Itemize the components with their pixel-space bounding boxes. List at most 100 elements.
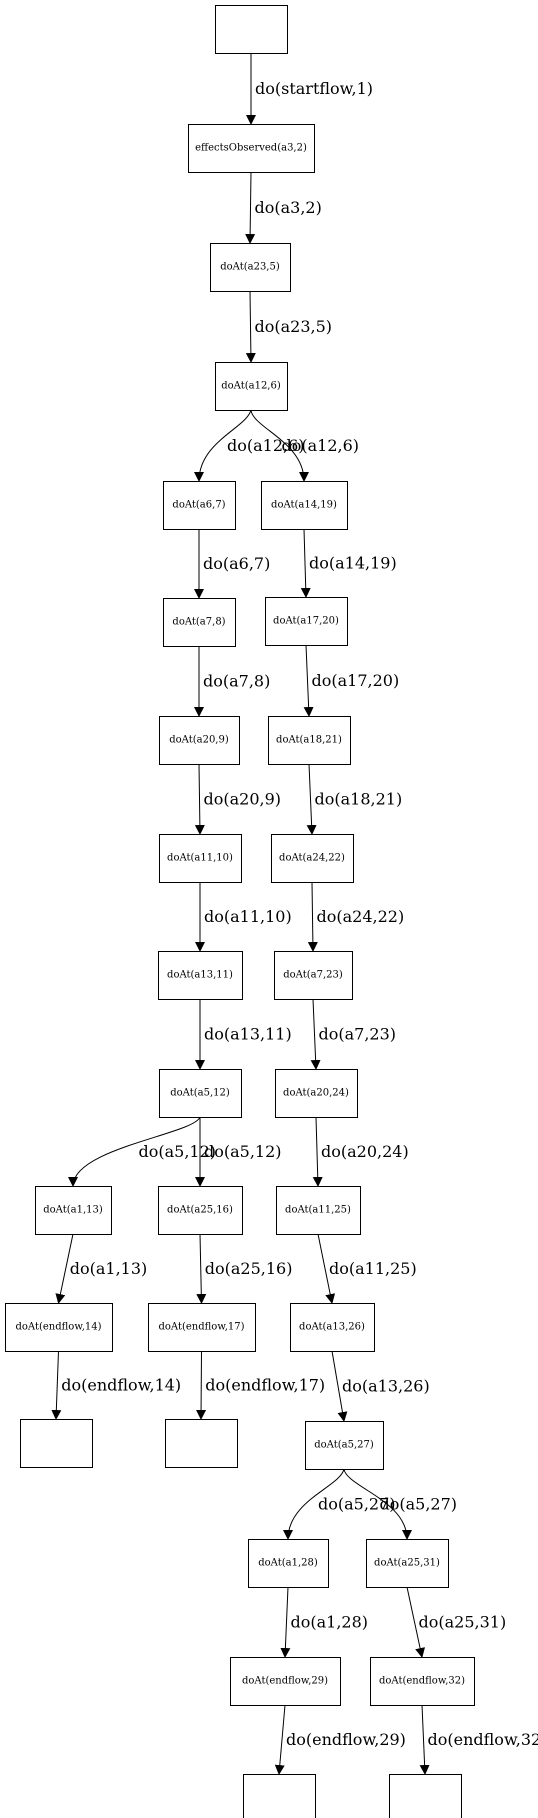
edge-n26-n28: do(a25,31)	[406, 1586, 506, 1658]
state-node: doAt(a20,9)	[159, 716, 240, 765]
node-box	[248, 1539, 329, 1588]
node-box	[243, 1774, 316, 1818]
node-label: doAt(endflow,14)	[15, 1322, 101, 1333]
edge-label: do(a13,11)	[204, 1025, 292, 1044]
edge-label: do(a7,23)	[319, 1025, 397, 1044]
node-box	[158, 1186, 243, 1235]
edge-line	[406, 1586, 426, 1658]
node-label: effectsObserved(a3,2)	[195, 143, 307, 154]
edge-label: do(endflow,29)	[286, 1730, 406, 1749]
state-node: doAt(a25,16)	[158, 1186, 243, 1235]
node-box	[370, 1657, 475, 1706]
edges-layer: do(startflow,1)do(a3,2)do(a23,5)do(a12,6…	[51, 53, 538, 1775]
node-box	[305, 1421, 384, 1470]
state-node: doAt(endflow,32)	[370, 1657, 475, 1706]
edge-line	[196, 1350, 207, 1420]
node-label: doAt(a20,24)	[283, 1088, 349, 1099]
edge-n5-n7: do(a14,19)	[300, 528, 397, 598]
edge-n15-n18: do(a20,24)	[312, 1116, 409, 1187]
edge-label: do(a14,19)	[309, 554, 397, 573]
edge-n3-n4: do(a12,6)	[194, 409, 305, 482]
edge-n4-n6: do(a6,7)	[194, 529, 270, 599]
edge-line	[194, 763, 205, 835]
edge-n27-n29: do(endflow,29)	[274, 1704, 406, 1775]
state-node: doAt(a1,13)	[35, 1186, 112, 1235]
edge-label: do(endflow,14)	[61, 1376, 181, 1395]
node-label: doAt(a13,26)	[299, 1322, 365, 1333]
state-node: doAt(a13,26)	[290, 1303, 375, 1352]
node-box	[215, 5, 288, 54]
node-label: doAt(a20,9)	[169, 735, 229, 746]
state-node: doAt(a24,22)	[271, 834, 354, 883]
edge-line	[274, 1704, 286, 1775]
node-box	[163, 598, 236, 647]
edge-line	[68, 1116, 201, 1187]
edge-n7-n9: do(a17,20)	[303, 644, 400, 717]
node-label: doAt(a5,12)	[170, 1088, 230, 1099]
state-node: doAt(a14,19)	[261, 481, 348, 530]
edge-line	[317, 1233, 336, 1304]
edge-n11-n13: do(a24,22)	[307, 881, 404, 952]
state-node: doAt(endflow,17)	[148, 1303, 256, 1352]
terminal-node	[389, 1774, 462, 1818]
edge-label: do(a1,28)	[291, 1613, 369, 1632]
edge-label: do(a13,26)	[342, 1377, 430, 1396]
edge-n19-n22: do(endflow,14)	[51, 1350, 181, 1420]
edge-n14-n16: do(a5,12)	[68, 1116, 217, 1187]
edge-n24-n26: do(a5,27)	[343, 1468, 458, 1540]
edge-n10-n12: do(a11,10)	[195, 882, 292, 952]
node-label: doAt(a24,22)	[279, 853, 345, 864]
state-node: doAt(a6,7)	[163, 481, 236, 530]
node-label: doAt(a7,23)	[283, 970, 343, 981]
edge-line	[194, 409, 252, 482]
node-label: doAt(a1,28)	[258, 1558, 318, 1569]
terminal-node	[165, 1419, 238, 1468]
node-label: doAt(a11,10)	[167, 853, 233, 864]
terminal-node	[20, 1419, 93, 1468]
node-label: doAt(a25,31)	[374, 1558, 440, 1569]
edge-label: do(a11,10)	[204, 907, 292, 926]
edge-label: do(a5,27)	[380, 1495, 458, 1514]
edge-n25-n27: do(a1,28)	[280, 1586, 369, 1658]
edge-n21-n24: do(a13,26)	[331, 1350, 430, 1422]
state-node: doAt(a11,10)	[159, 834, 242, 883]
edge-n2-n3: do(a23,5)	[245, 290, 333, 363]
edge-label: do(a17,20)	[312, 671, 400, 690]
terminal-node	[215, 5, 288, 54]
node-label: doAt(a23,5)	[220, 262, 280, 273]
edge-label: do(a11,25)	[329, 1259, 417, 1278]
node-label: doAt(a14,19)	[271, 500, 337, 511]
state-node: doAt(a18,21)	[268, 716, 351, 765]
node-box	[159, 716, 240, 765]
node-box	[165, 1419, 238, 1468]
edge-n20-n23: do(endflow,17)	[196, 1350, 325, 1420]
state-node: doAt(a17,20)	[265, 597, 348, 646]
edge-label: do(a5,27)	[318, 1495, 396, 1514]
state-node: doAt(a25,31)	[366, 1539, 449, 1588]
node-box	[148, 1303, 256, 1352]
state-node: doAt(a20,24)	[275, 1069, 358, 1118]
node-label: doAt(endflow,17)	[158, 1322, 244, 1333]
edge-line	[312, 1116, 323, 1187]
edge-line	[55, 1233, 74, 1304]
node-label: doAt(endflow,32)	[379, 1676, 465, 1687]
state-node: doAt(a13,11)	[158, 951, 243, 1000]
node-box	[261, 481, 348, 530]
edge-label: do(a3,2)	[255, 198, 322, 217]
node-box	[215, 362, 288, 411]
edge-line	[343, 1468, 412, 1540]
edge-line	[307, 881, 318, 952]
node-box	[188, 124, 315, 173]
state-node: doAt(endflow,14)	[5, 1303, 113, 1352]
edge-label: do(endflow,17)	[205, 1376, 325, 1395]
edge-n9-n11: do(a18,21)	[306, 763, 402, 835]
edge-n18-n21: do(a11,25)	[317, 1233, 417, 1304]
edge-label: do(a12,6)	[227, 436, 305, 455]
edge-label: do(a5,12)	[139, 1142, 217, 1161]
edge-label: do(a23,5)	[255, 317, 333, 336]
edge-n14-n17: do(a5,12)	[195, 1117, 282, 1187]
state-node: doAt(endflow,29)	[230, 1657, 341, 1706]
node-box	[159, 1069, 242, 1118]
node-label: doAt(a6,7)	[172, 500, 225, 511]
